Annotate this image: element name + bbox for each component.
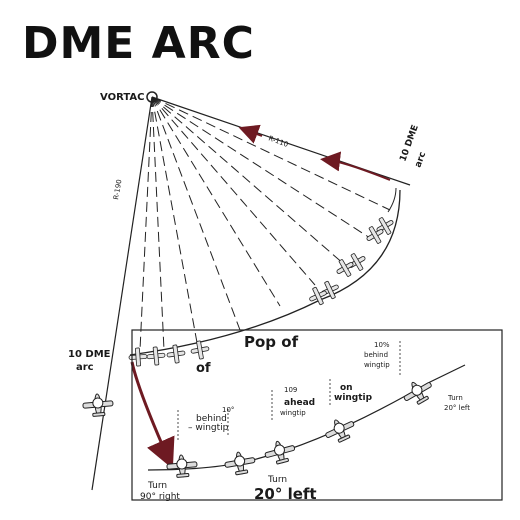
radial-110-arrow (238, 124, 263, 144)
radial-line (151, 96, 241, 331)
vortac-label: VORTAC (100, 92, 144, 103)
radial-line (151, 96, 316, 286)
inset-turn-90-1: Turn (147, 481, 167, 491)
inset-behind-10-1: 10% (374, 341, 390, 349)
radial-110-label: R-110 (267, 134, 289, 149)
inset-ahead-3: wingtip (280, 409, 306, 417)
inset-behind-10b-3: – wingtip (188, 423, 229, 433)
inset-on-wingtip-2: wingtip (334, 393, 373, 403)
inset-turn-20-small-2: 20° left (444, 404, 470, 412)
radial-line (151, 96, 346, 266)
inset-ahead-2: ahead (284, 398, 315, 408)
inset-turn-20-small-1: Turn (447, 394, 463, 402)
radial-190-line (91, 96, 153, 491)
dme-arc-right-label-2: arc (413, 151, 428, 169)
arc-entry-arrow (320, 151, 391, 181)
page-title: DME ARC (22, 18, 255, 69)
inset-on-wingtip-1: on (340, 383, 353, 393)
dme-arc-left-label-2: arc (76, 362, 94, 373)
radial-190-label: R-190 (112, 179, 123, 201)
transition-arrow (130, 361, 175, 469)
inset-behind-10b-2: behind (196, 414, 227, 424)
radial-line (151, 96, 281, 307)
inset-behind-10-2: behind (364, 351, 388, 359)
inset-turn-20-big-2: 20° left (254, 485, 317, 503)
radial-line (151, 96, 165, 351)
inset-guides (177, 340, 401, 440)
inset-box (131, 329, 503, 501)
radials (91, 96, 411, 491)
radial-line (139, 96, 153, 351)
radial-line (151, 96, 371, 239)
inset-ahead-1: 109 (284, 386, 297, 394)
inset-annotations: 10% behind wingtip 10° behind – wingtip … (140, 341, 470, 503)
of-label: of (196, 361, 211, 376)
inset-turn-90-2: 90° right (140, 492, 180, 502)
radial-line (151, 96, 199, 349)
pop-of-label: Pop of (244, 333, 299, 351)
inset-behind-10-3: wingtip (364, 361, 390, 369)
radial-line (151, 96, 391, 211)
approach-aircraft-icon (81, 392, 115, 418)
inset-turn-20-big-1: Turn (267, 475, 287, 485)
dme-arc-left-label-1: 10 DME (68, 349, 111, 360)
